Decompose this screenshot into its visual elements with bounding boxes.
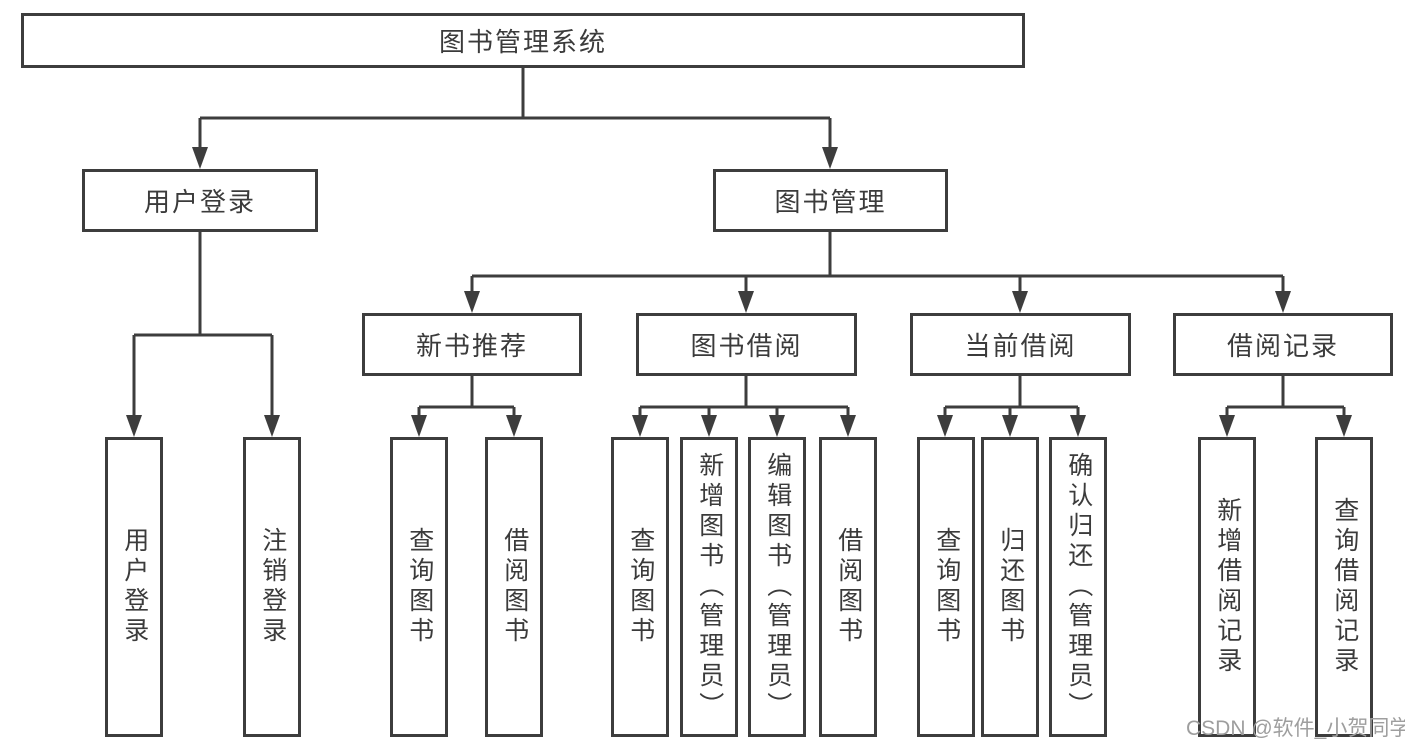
leaf-return-book: 归还图书 [981, 437, 1039, 737]
leaf-edit-book-admin: 编辑图书（管理员） [748, 437, 806, 737]
node-new-book-recommend: 新书推荐 [362, 313, 582, 376]
leaf-query-books-current: 查询图书 [917, 437, 975, 737]
node-root-label: 图书管理系统 [438, 27, 607, 57]
node-current-borrow: 当前借阅 [910, 313, 1131, 376]
leaf-add-borrow-record: 新增借阅记录 [1198, 437, 1256, 737]
leaf-add-book-admin-label: 新增图书（管理员） [695, 452, 724, 722]
leaf-logout: 注销登录 [243, 437, 301, 737]
node-book-management-label: 图书管理 [774, 187, 887, 217]
leaf-add-book-admin: 新增图书（管理员） [680, 437, 738, 737]
leaf-borrow-books-recommend-label: 借阅图书 [500, 527, 529, 647]
node-new-book-recommend-label: 新书推荐 [415, 331, 528, 361]
leaf-logout-label: 注销登录 [258, 527, 287, 647]
node-borrow-records-label: 借阅记录 [1226, 331, 1339, 361]
leaf-query-borrow-record-label: 查询借阅记录 [1330, 497, 1359, 677]
node-book-management: 图书管理 [713, 169, 948, 232]
leaf-user-login-label: 用户登录 [120, 527, 149, 647]
leaf-query-books-recommend-label: 查询图书 [405, 527, 434, 647]
leaf-query-books-current-label: 查询图书 [932, 527, 961, 647]
leaf-confirm-return-admin: 确认归还（管理员） [1049, 437, 1107, 737]
leaf-add-borrow-record-label: 新增借阅记录 [1213, 497, 1242, 677]
node-user-login-label: 用户登录 [143, 187, 256, 217]
leaf-borrow-books-recommend: 借阅图书 [485, 437, 543, 737]
leaf-query-books-borrow: 查询图书 [611, 437, 669, 737]
leaf-query-borrow-record: 查询借阅记录 [1315, 437, 1373, 737]
watermark: CSDN @软件_小贺同学 [1186, 717, 1405, 740]
node-root: 图书管理系统 [21, 13, 1025, 68]
leaf-return-book-label: 归还图书 [996, 527, 1025, 647]
leaf-edit-book-admin-label: 编辑图书（管理员） [763, 452, 792, 722]
leaf-query-books-borrow-label: 查询图书 [626, 527, 655, 647]
leaf-borrow-books-borrow: 借阅图书 [819, 437, 877, 737]
node-book-borrow: 图书借阅 [636, 313, 857, 376]
node-book-borrow-label: 图书借阅 [690, 331, 803, 361]
leaf-confirm-return-admin-label: 确认归还（管理员） [1064, 452, 1093, 722]
node-current-borrow-label: 当前借阅 [964, 331, 1077, 361]
leaf-query-books-recommend: 查询图书 [390, 437, 448, 737]
leaf-borrow-books-borrow-label: 借阅图书 [834, 527, 863, 647]
node-user-login: 用户登录 [82, 169, 318, 232]
leaf-user-login: 用户登录 [105, 437, 163, 737]
node-borrow-records: 借阅记录 [1173, 313, 1393, 376]
